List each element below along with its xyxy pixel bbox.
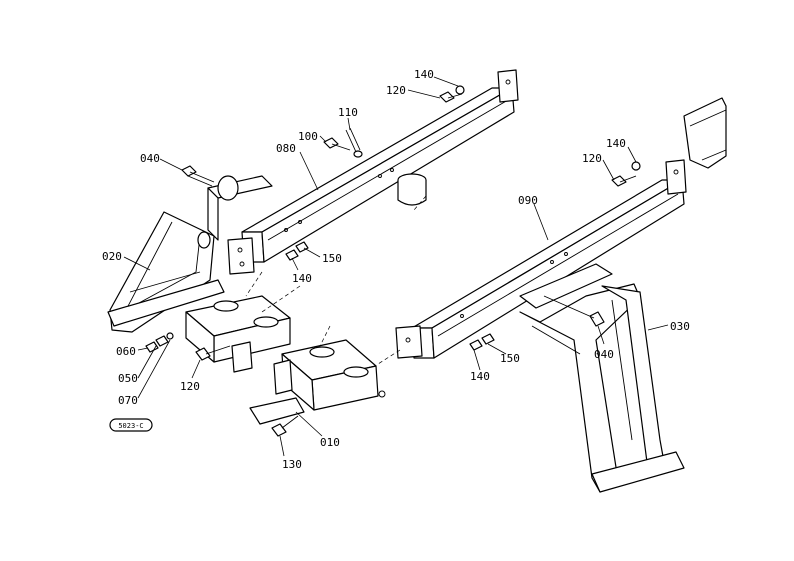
label-150-lower: 150 <box>500 352 520 365</box>
step-020 <box>107 175 273 333</box>
label-150-upper: 150 <box>322 252 342 265</box>
label-050: 050 <box>118 372 138 385</box>
step-030 <box>519 263 685 493</box>
label-120-right: 120 <box>582 152 602 165</box>
bracket-010 <box>249 339 386 425</box>
label-130: 130 <box>282 458 302 471</box>
nut-washer-140-150-upper <box>285 241 309 261</box>
label-140-lower: 140 <box>470 370 490 383</box>
stamp-text: 5023-C <box>118 422 143 430</box>
nut-050-060-070 <box>145 332 174 353</box>
bolt-110 <box>345 127 363 158</box>
bolt-040-right <box>543 295 605 327</box>
label-040-left: 040 <box>140 152 160 165</box>
frame-rail-080 <box>227 69 519 275</box>
bolt-130 <box>271 415 299 437</box>
pin-100 <box>323 137 351 151</box>
part-labels: 040 080 100 110 120 140 020 150 140 090 … <box>102 68 690 471</box>
assembly-lines <box>245 195 427 365</box>
label-140-upper: 140 <box>414 68 434 81</box>
nut-washer-140-150-lower <box>469 333 495 351</box>
bolt-120-right <box>611 161 641 187</box>
label-040-right: 040 <box>594 348 614 361</box>
bolt-120-upper <box>439 85 465 103</box>
bolt-120-lower <box>195 345 231 361</box>
label-060: 060 <box>116 345 136 358</box>
label-140-right: 140 <box>606 137 626 150</box>
label-010: 010 <box>320 436 340 449</box>
label-100: 100 <box>298 130 318 143</box>
bolt-040-left <box>181 165 215 187</box>
label-090: 090 <box>518 194 538 207</box>
label-140-mid: 140 <box>292 272 312 285</box>
leader-lines <box>123 76 669 457</box>
label-030: 030 <box>670 320 690 333</box>
label-120-upper: 120 <box>386 84 406 97</box>
step-bracket-left <box>185 295 291 373</box>
label-020: 020 <box>102 250 122 263</box>
label-070: 070 <box>118 394 138 407</box>
label-080: 080 <box>276 142 296 155</box>
tractor-body <box>683 97 727 169</box>
label-110: 110 <box>338 106 358 119</box>
label-120-lower: 120 <box>180 380 200 393</box>
frame-rail-090 <box>395 159 687 359</box>
pipe-clamp <box>397 173 427 206</box>
drawing-stamp: 5023-C <box>109 418 153 432</box>
